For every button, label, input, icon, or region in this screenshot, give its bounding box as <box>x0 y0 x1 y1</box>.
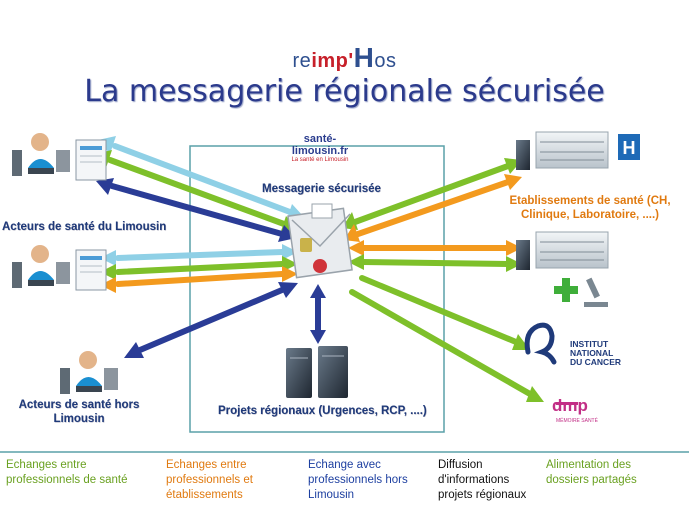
clinic-icon <box>516 231 609 307</box>
legend-item-shared-records: Alimentation des dossiers partagés <box>546 459 637 486</box>
hub-label: Messagerie sécurisée <box>262 183 381 195</box>
legend-item-outside: Echange avec professionnels hors Limousi… <box>308 459 408 501</box>
seal-icon <box>313 259 327 273</box>
arrowhead <box>506 240 522 256</box>
arrow-green-r4 <box>349 289 533 397</box>
legend-item-establishments: Echanges entre professionnels et établis… <box>166 459 253 501</box>
arrow-green-r3 <box>359 275 519 345</box>
legend-item-projects: Diffusion d'informations projets régiona… <box>438 459 527 501</box>
actors-limousin-label: Acteurs de santé du Limousin <box>2 221 167 233</box>
institut-cancer-text: INSTITUT NATIONAL DU CANCER <box>570 339 621 367</box>
sante-limousin-logo: santé-limousin.fr La santé en Limousin <box>291 133 349 163</box>
arrowhead <box>348 240 364 256</box>
hospital-icon: H <box>516 131 640 170</box>
server-icon <box>286 346 348 398</box>
hospital-sign-icon <box>618 134 640 160</box>
arrowhead <box>100 277 116 293</box>
arrowhead <box>348 254 364 270</box>
microscope-icon <box>584 277 608 307</box>
legend-item-professionals: Echanges entre professionnels de santé <box>6 459 128 486</box>
arrow-darkblue-3 <box>137 287 285 353</box>
user-computer-icon <box>60 351 118 394</box>
pharmacy-cross-icon <box>554 278 578 302</box>
arrowhead <box>100 264 116 280</box>
dmp-logo: dmp <box>552 396 588 415</box>
arrows-right <box>342 158 544 402</box>
arrow-orange-r1 <box>355 179 511 237</box>
arrowhead <box>282 244 298 260</box>
institut-cancer-logo <box>524 322 557 365</box>
arrow-darkblue-1 <box>109 183 285 237</box>
actors-outside-label: Acteurs de santé hors Limousin <box>18 399 140 426</box>
arrow-orange-2 <box>115 271 285 287</box>
page-title: La messagerie régionale sécurisée <box>84 74 605 109</box>
secure-mail-icon <box>287 203 353 279</box>
arrowhead <box>504 174 522 190</box>
reimphos-logo: reimp'Hos <box>292 42 397 73</box>
projects-label: Projets régionaux (Urgences, RCP, ....) <box>218 405 427 417</box>
arrow-hub-projects <box>310 284 326 344</box>
arrow-green-2 <box>115 261 285 275</box>
arrowhead <box>506 256 522 272</box>
arrowhead <box>282 266 298 282</box>
central-frame <box>189 145 445 433</box>
arrowhead <box>124 342 144 358</box>
arrows-left <box>94 136 304 358</box>
dmp-underline <box>556 402 578 405</box>
svg-text:H: H <box>623 138 636 158</box>
establishments-label: Etablissements de santé (CH, Clinique, L… <box>509 195 671 222</box>
arrowhead <box>100 250 116 266</box>
arrow-green-r2 <box>359 259 511 267</box>
user-computer-icon <box>12 245 70 288</box>
lock-icon <box>300 238 312 252</box>
arrowhead <box>526 386 544 402</box>
arrowhead <box>96 178 114 195</box>
arrow-lightblue-2 <box>115 249 285 261</box>
user-computer-icon <box>12 133 70 176</box>
arrow-green-r1 <box>352 163 511 225</box>
document-icon <box>75 139 107 181</box>
dmp-sub: MÉMOIRE SANTÉ <box>556 418 598 424</box>
arrow-lightblue-1 <box>112 143 293 215</box>
arrowhead <box>278 282 298 298</box>
document-icon <box>75 249 107 291</box>
arrow-green-1 <box>107 157 287 227</box>
